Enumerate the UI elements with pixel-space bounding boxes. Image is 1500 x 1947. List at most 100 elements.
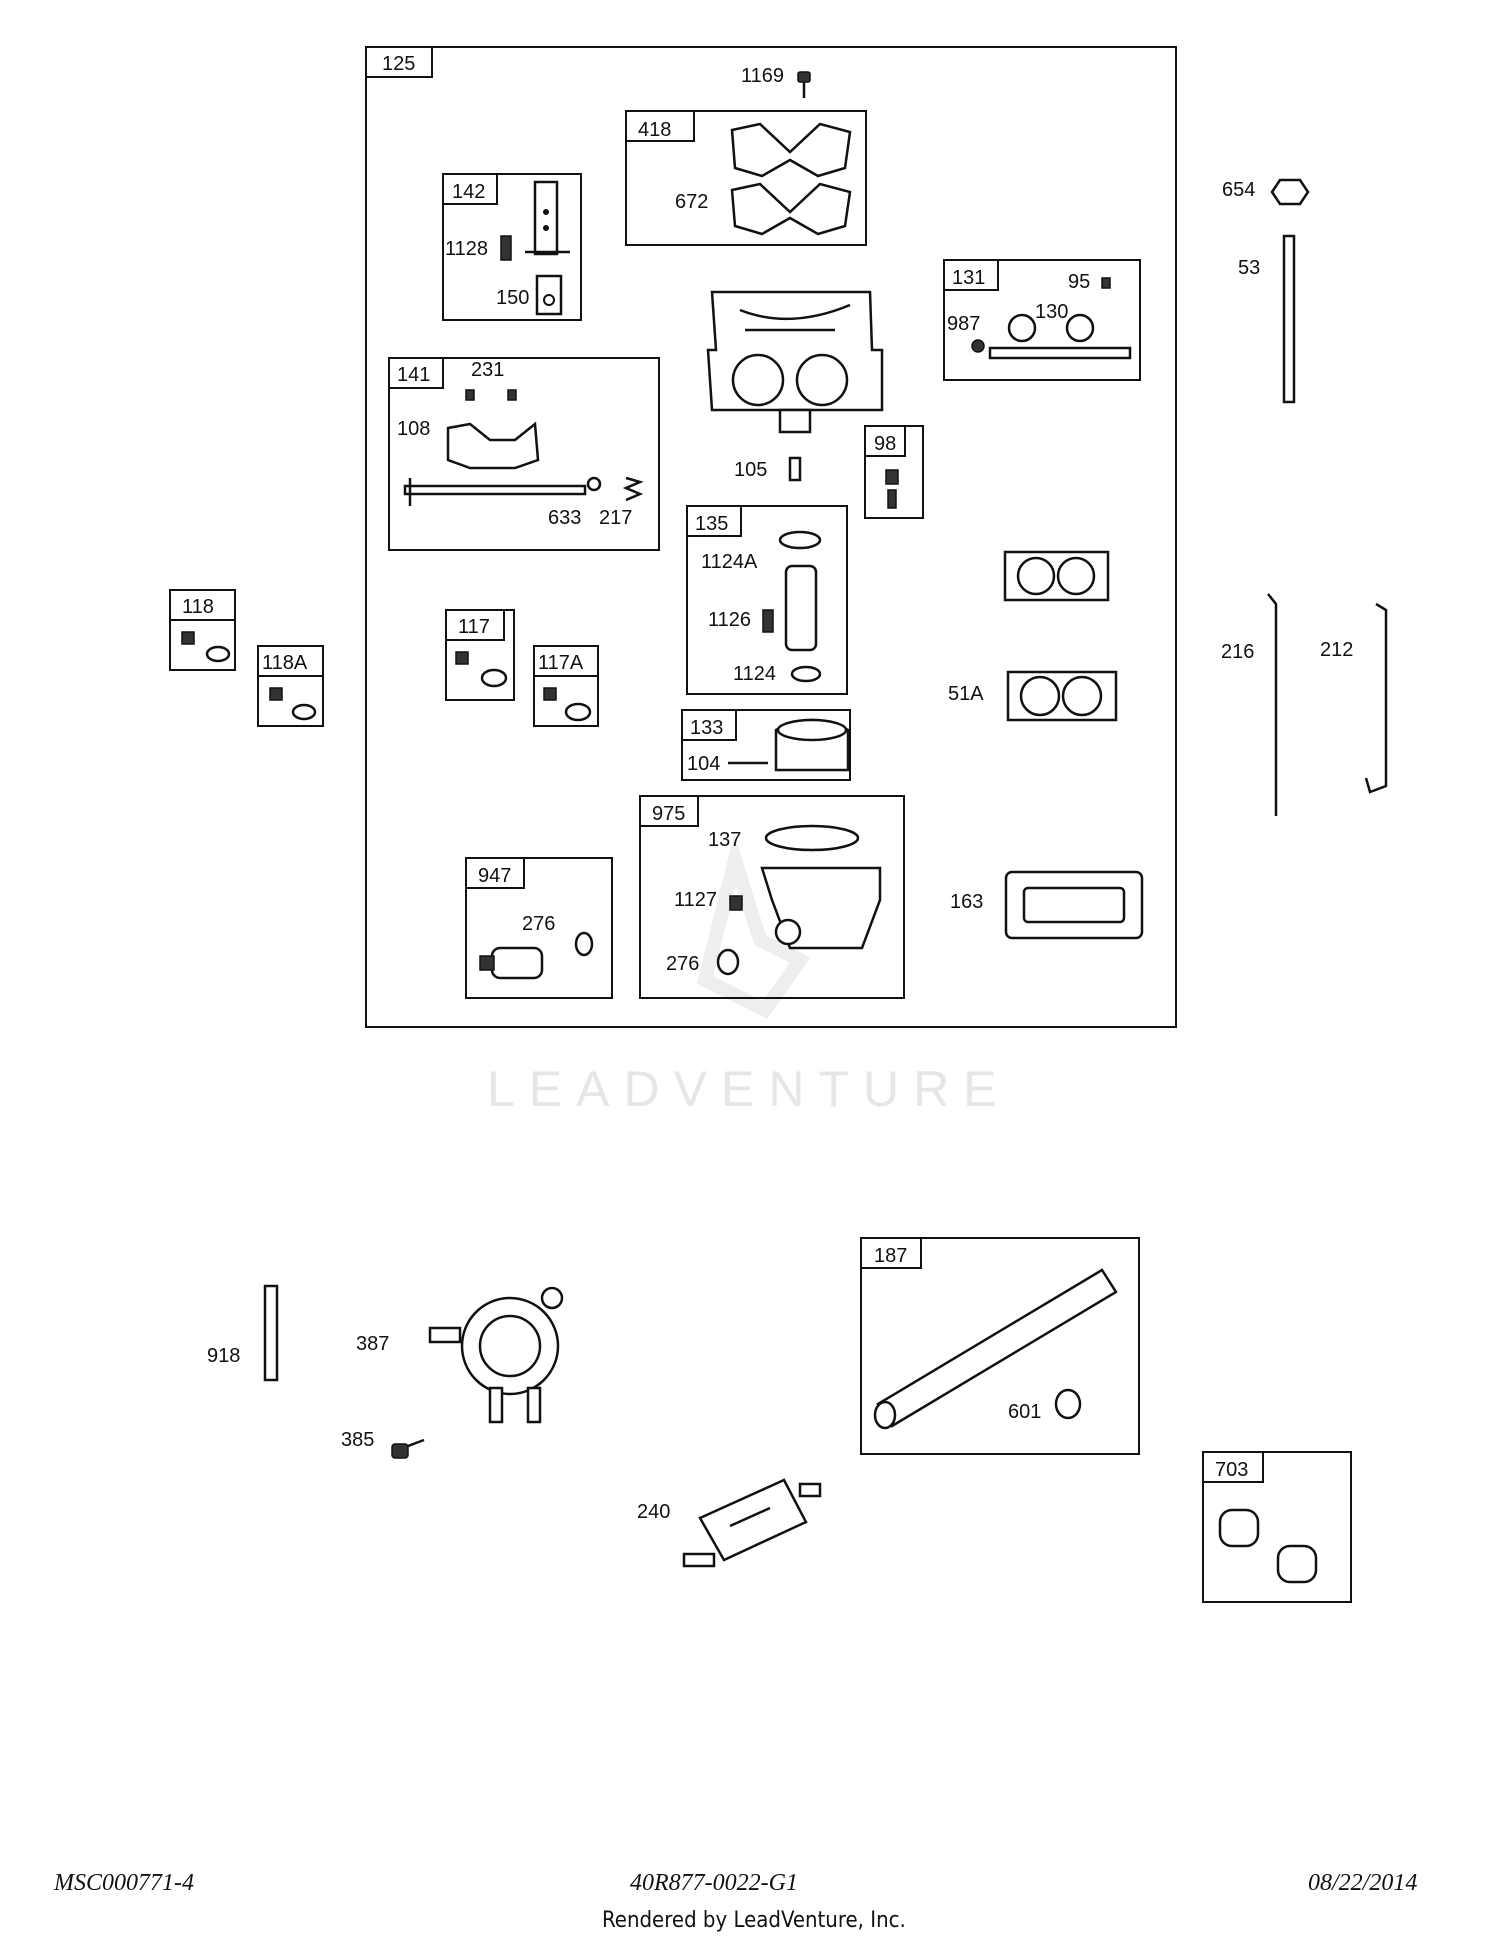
clamps-703 — [1218, 1508, 1318, 1584]
needle-105 — [788, 456, 802, 482]
watermark-text: LEADVENTURE — [487, 1061, 1011, 1117]
gasket-upper — [1003, 550, 1110, 602]
callout-130: 130 — [1035, 301, 1068, 323]
callout-1127: 1127 — [674, 889, 717, 911]
callout-276-a: 276 — [522, 913, 555, 935]
callout-117: 117 — [458, 616, 490, 638]
tag-947-box — [465, 857, 525, 889]
callout-385: 385 — [341, 1429, 374, 1451]
tag-118A-box — [257, 645, 324, 677]
callout-987: 987 — [947, 313, 980, 335]
callout-142: 142 — [452, 181, 485, 203]
group-box-125 — [365, 46, 1177, 1028]
callout-133: 133 — [690, 717, 723, 739]
callout-137: 137 — [708, 829, 741, 851]
group-box-141 — [388, 357, 660, 551]
clamp-601 — [1054, 1388, 1082, 1420]
tag-187-box — [860, 1237, 922, 1269]
link-212 — [1364, 602, 1388, 794]
group-box-418 — [625, 110, 867, 246]
callout-150: 150 — [496, 287, 529, 309]
callout-1126: 1126 — [708, 609, 751, 631]
jet-98 — [885, 469, 899, 509]
callout-217: 217 — [599, 507, 632, 529]
tag-117A-box — [533, 645, 599, 677]
group-box-947 — [465, 857, 613, 999]
watermark: LEADVENTURE — [487, 834, 1011, 1117]
tag-418-box — [625, 110, 695, 142]
fuel-bowl-975 — [716, 824, 882, 976]
solenoid-947 — [479, 931, 594, 980]
fuel-filter-240 — [682, 1478, 822, 1568]
tag-117-box — [445, 609, 505, 641]
tag-141-box — [388, 357, 444, 389]
group-box-975 — [639, 795, 905, 999]
callout-216: 216 — [1221, 641, 1254, 663]
float-135 — [762, 530, 822, 683]
gasket-672 — [730, 182, 852, 236]
callout-51A: 51A — [948, 683, 984, 705]
tag-135-box — [686, 505, 742, 537]
callout-118: 118 — [182, 596, 214, 618]
footer-left-code: MSC000771-4 — [54, 1870, 194, 1896]
callout-117A: 117A — [538, 652, 584, 674]
callout-53: 53 — [1238, 257, 1260, 279]
footer-credit: Rendered by LeadVenture, Inc. — [602, 1908, 906, 1933]
callout-98: 98 — [874, 433, 896, 455]
callout-125: 125 — [382, 53, 415, 75]
callout-975: 975 — [652, 803, 685, 825]
callout-187: 187 — [874, 1245, 907, 1267]
callout-105: 105 — [734, 459, 767, 481]
tag-118-box — [169, 589, 236, 621]
tag-133-box — [681, 709, 737, 741]
link-216 — [1267, 593, 1278, 816]
throttle-shaft-131 — [971, 277, 1132, 360]
callout-1128: 1128 — [445, 238, 488, 260]
fuel-line-187 — [873, 1268, 1118, 1430]
callout-95: 95 — [1068, 271, 1090, 293]
callout-118A: 118A — [262, 652, 308, 674]
group-box-135 — [686, 505, 848, 695]
callout-163: 163 — [950, 891, 983, 913]
callout-1124: 1124 — [733, 663, 776, 685]
callout-231: 231 — [471, 359, 504, 381]
callout-240: 240 — [637, 1501, 670, 1523]
tag-131-box — [943, 259, 999, 291]
jet-117 — [455, 651, 508, 688]
screw-1128 — [500, 235, 512, 261]
footer-center-code: 40R877-0022-G1 — [630, 1870, 798, 1896]
callout-1124A: 1124A — [701, 551, 758, 573]
callout-947: 947 — [478, 865, 511, 887]
tag-125-box — [365, 46, 433, 78]
gasket-418 — [730, 122, 852, 178]
choke-plate-141 — [403, 389, 644, 506]
tag-975-box — [639, 795, 699, 827]
callout-135: 135 — [695, 513, 728, 535]
fuel-pump-387 — [428, 1286, 564, 1424]
footer-date: 08/22/2014 — [1308, 1870, 1418, 1896]
callout-654: 654 — [1222, 179, 1255, 201]
callout-633: 633 — [548, 507, 581, 529]
callout-601: 601 — [1008, 1401, 1041, 1423]
stud-53 — [1282, 234, 1296, 404]
callout-703: 703 — [1215, 1459, 1248, 1481]
bracket-142 — [525, 180, 570, 256]
group-box-187 — [860, 1237, 1140, 1455]
callout-672: 672 — [675, 191, 708, 213]
group-box-133 — [681, 709, 851, 781]
tag-142-box — [442, 173, 498, 205]
jet-118A — [269, 687, 317, 721]
group-box-131 — [943, 259, 1141, 381]
callout-141: 141 — [397, 364, 430, 386]
callout-387: 387 — [356, 1333, 389, 1355]
callout-418: 418 — [638, 119, 671, 141]
callout-108: 108 — [397, 418, 430, 440]
jet-118 — [181, 631, 231, 663]
float-bowl-133 — [728, 718, 850, 772]
screw-1169 — [797, 71, 811, 98]
screw-385 — [391, 1438, 425, 1459]
tag-98-box — [864, 425, 906, 457]
group-box-703 — [1202, 1451, 1352, 1603]
callout-131: 131 — [952, 267, 985, 289]
callout-1169: 1169 — [741, 65, 784, 87]
